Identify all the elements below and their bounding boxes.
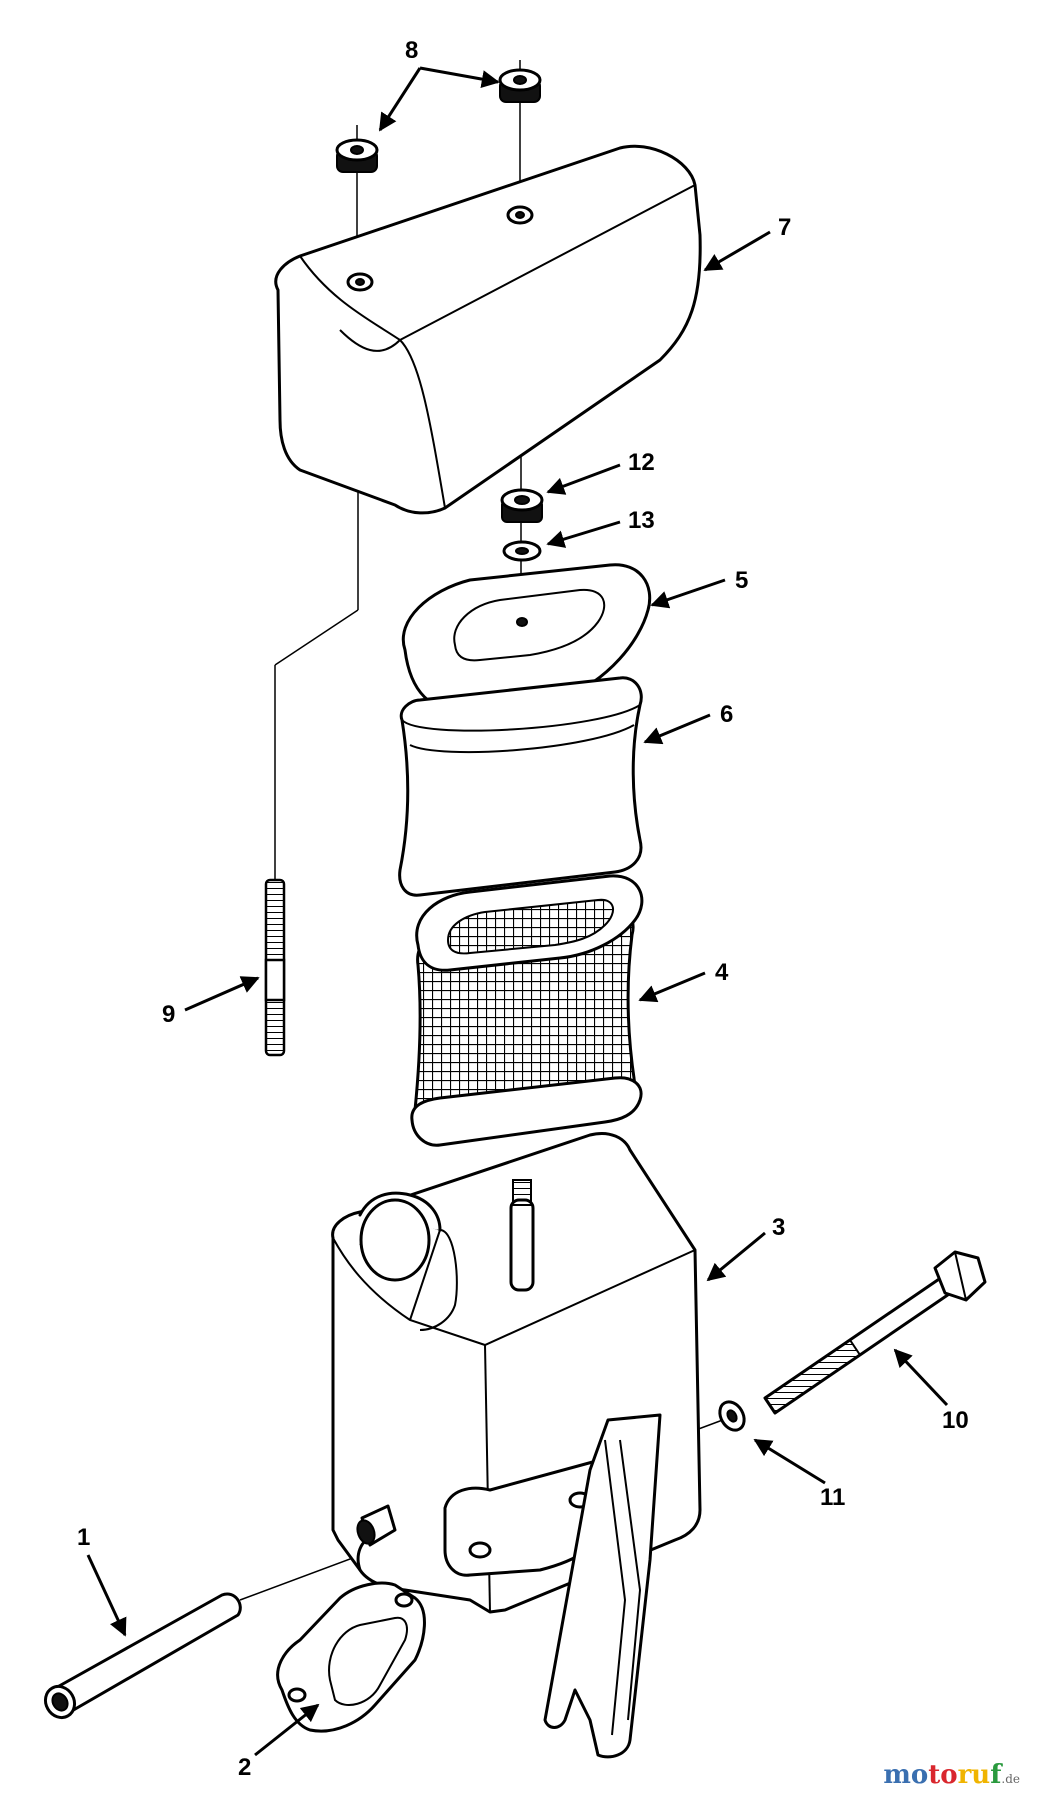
part-1-tube (43, 1592, 242, 1720)
part-8-grommets (335, 68, 542, 173)
part-10-bolt (763, 1250, 987, 1415)
part-13-washer (502, 540, 542, 562)
watermark-brand: motoruf (883, 1760, 1002, 1790)
part-6-foam-filter (398, 676, 643, 897)
callout-labels: 8 7 12 13 5 6 4 9 3 10 11 1 2 (77, 37, 969, 1781)
callout-8: 8 (405, 37, 418, 64)
callout-2: 2 (238, 1754, 251, 1781)
part-11-washer (718, 1400, 746, 1432)
watermark-logo: motoruf.de (883, 1760, 1020, 1790)
callout-7: 7 (778, 214, 791, 241)
watermark-tld: .de (1001, 1772, 1020, 1786)
callout-6: 6 (720, 701, 733, 728)
callout-1: 1 (77, 1524, 90, 1551)
leader-lines (86, 66, 949, 1757)
part-7-cover (274, 144, 702, 515)
callout-3: 3 (772, 1214, 785, 1241)
callout-5: 5 (735, 567, 748, 594)
callout-13: 13 (628, 507, 655, 534)
part-12-nut (500, 488, 544, 523)
callout-9: 9 (162, 1001, 175, 1028)
part-9-stud (264, 878, 286, 1057)
callout-10: 10 (942, 1407, 969, 1434)
callout-4: 4 (715, 959, 729, 986)
callout-12: 12 (628, 449, 655, 476)
callout-11: 11 (820, 1484, 845, 1511)
part-2-gasket (276, 1581, 426, 1733)
part-4-filter-element (410, 874, 644, 1147)
mounting-bracket (443, 1413, 662, 1759)
part-5-precleaner-cover (401, 563, 652, 713)
base-spigot (356, 1504, 397, 1547)
